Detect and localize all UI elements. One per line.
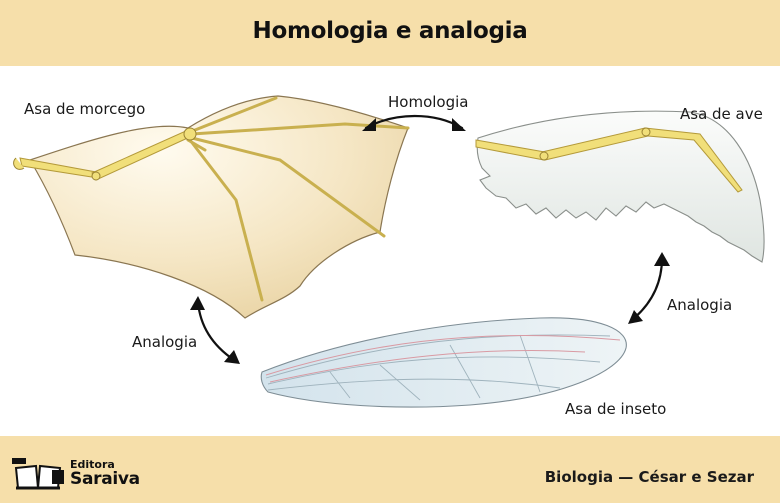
bat-finger-2 — [190, 122, 410, 136]
insect-vein-3 — [267, 378, 561, 391]
homology-arrowhead-right — [452, 118, 466, 131]
book-credit: Biologia — César e Sezar — [544, 468, 754, 486]
bird-wing-label: Asa de ave — [680, 105, 763, 123]
insect-wing-drawing — [260, 317, 627, 408]
bat-shoulder-head — [13, 157, 25, 170]
bird-wing-feathers — [476, 110, 765, 263]
bat-finger-1 — [188, 96, 278, 134]
insect-vein-7 — [329, 371, 351, 399]
book-icon — [12, 458, 64, 490]
bat-finger-4 — [188, 138, 264, 302]
insect-wing-label: Asa de inseto — [565, 400, 667, 418]
publisher-name-bottom: Saraiva — [70, 469, 140, 489]
insect-vein-2 — [267, 356, 601, 385]
bat-finger-5 — [186, 138, 207, 152]
insect-vein-1 — [265, 334, 611, 379]
insect-vein-4 — [379, 364, 421, 401]
homology-arrowhead-left — [362, 118, 376, 131]
publisher-logo: Editora Saraiva — [12, 458, 142, 490]
bat-wing-membrane — [29, 95, 409, 319]
analogy-right-arrow — [630, 256, 664, 322]
analogy-left-label: Analogia — [132, 333, 198, 351]
analogy-right-arrowhead-bottom — [628, 310, 643, 324]
homology-label: Homologia — [388, 93, 469, 111]
analogy-left-arrowhead-bottom — [224, 350, 240, 364]
footer-band — [0, 436, 780, 503]
analogy-left-arrowhead-top — [190, 296, 205, 310]
analogy-right-label: Analogia — [667, 296, 733, 314]
bat-elbow-joint — [91, 171, 101, 181]
bird-elbow-joint — [539, 151, 549, 161]
insect-vein-6 — [519, 334, 541, 393]
figure-title: Homologia e analogia — [252, 18, 528, 44]
analogy-right-arrowhead-top — [654, 252, 670, 266]
bird-wrist-joint — [641, 127, 651, 137]
publisher-name-top: Editora — [70, 458, 115, 471]
bat-wrist-joint — [183, 127, 197, 141]
analogy-left-arrow — [196, 300, 236, 362]
bat-wing-drawing — [13, 95, 410, 319]
bat-wing-label: Asa de morcego — [24, 100, 146, 118]
insect-wing-membrane — [260, 317, 627, 408]
insect-vein-costal — [265, 334, 621, 376]
bird-wing-drawing — [475, 110, 765, 263]
header-band — [0, 0, 780, 66]
insect-vein-radial — [269, 349, 586, 383]
bat-finger-3 — [190, 136, 386, 238]
